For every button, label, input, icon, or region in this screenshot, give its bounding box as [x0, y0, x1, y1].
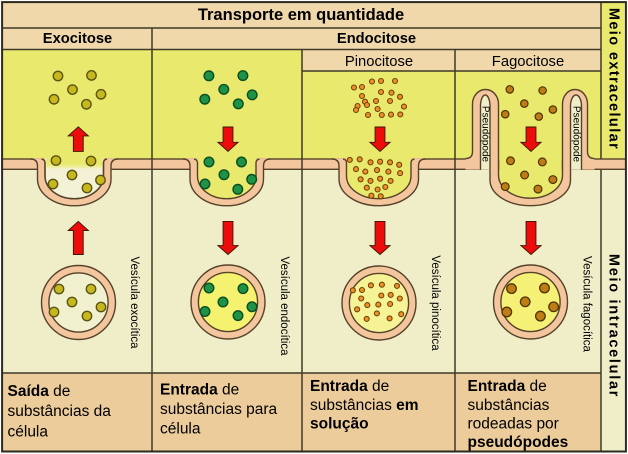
- svg-text:Meio intracelular: Meio intracelular: [606, 254, 622, 398]
- svg-text:Meio extracelular: Meio extracelular: [606, 8, 622, 150]
- svg-text:célula: célula: [160, 421, 201, 438]
- svg-text:Vesícula endocítica: Vesícula endocítica: [278, 256, 290, 356]
- svg-text:Pseudópode: Pseudópode: [571, 106, 582, 163]
- svg-text:Transporte em quantidade: Transporte em quantidade: [198, 6, 404, 24]
- svg-text:Entrada de: Entrada de: [160, 382, 239, 399]
- svg-text:substâncias para: substâncias para: [160, 401, 278, 418]
- svg-text:Pseudópode: Pseudópode: [480, 106, 491, 163]
- svg-text:Entrada de: Entrada de: [468, 378, 547, 395]
- svg-text:Pinocitose: Pinocitose: [345, 54, 413, 70]
- svg-text:célula: célula: [8, 423, 49, 440]
- svg-text:Vesícula fagocítica: Vesícula fagocítica: [581, 256, 593, 352]
- svg-text:solução: solução: [310, 416, 369, 433]
- svg-text:Exocitose: Exocitose: [43, 31, 112, 47]
- svg-text:Entrada de: Entrada de: [310, 378, 389, 395]
- svg-text:pseudópodes: pseudópodes: [468, 434, 569, 451]
- svg-text:Endocitose: Endocitose: [337, 31, 416, 47]
- svg-text:Fagocitose: Fagocitose: [492, 54, 564, 70]
- svg-text:substâncias: substâncias: [468, 397, 550, 414]
- svg-text:Vesícula exocítica: Vesícula exocítica: [128, 256, 140, 349]
- svg-text:substâncias em: substâncias em: [310, 397, 419, 414]
- svg-text:Vesícula pinocítica: Vesícula pinocítica: [429, 255, 441, 351]
- svg-text:Saída de: Saída de: [8, 383, 71, 400]
- svg-text:rodeadas por: rodeadas por: [468, 416, 559, 433]
- svg-text:substâncias da: substâncias da: [8, 403, 112, 420]
